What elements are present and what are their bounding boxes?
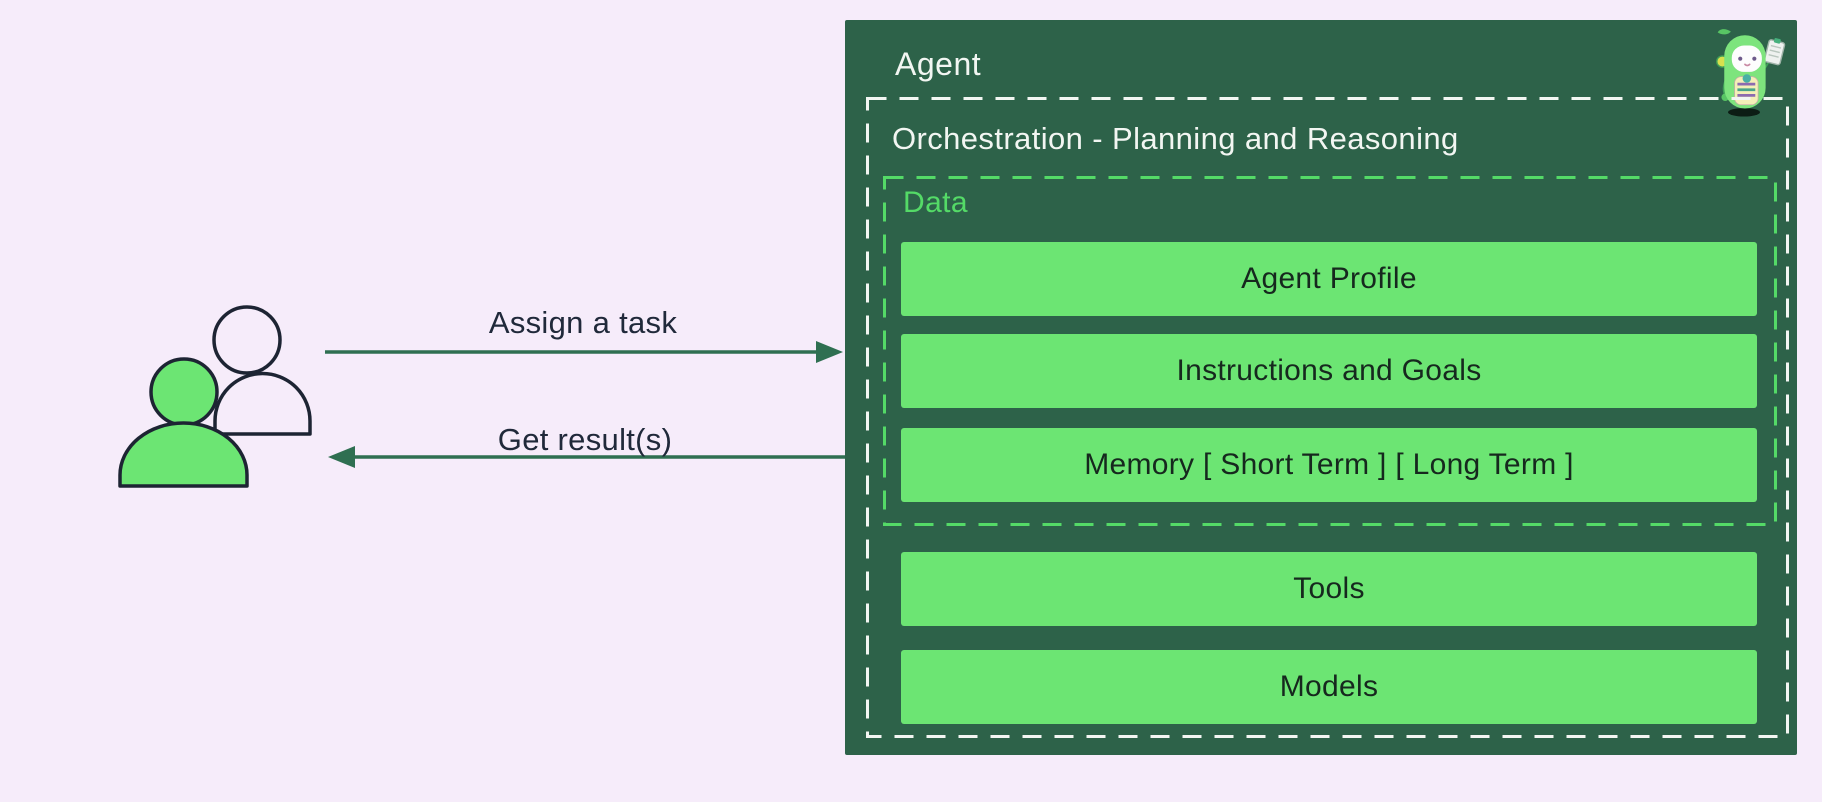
get-result-arrow — [328, 446, 846, 468]
agent-box: Agent — [845, 20, 1797, 755]
data-box: Data Agent Profile Instructions and Goal… — [883, 176, 1777, 526]
bar-memory: Memory [ Short Term ] [ Long Term ] — [901, 428, 1757, 502]
back-user-icon — [212, 305, 312, 436]
bar-tools: Tools — [901, 552, 1757, 626]
users-and-arrows-graphic — [118, 305, 846, 488]
data-title: Data — [903, 186, 968, 219]
orchestration-box: Orchestration - Planning and Reasoning D… — [866, 97, 1789, 738]
bar-models: Models — [901, 650, 1757, 724]
agent-title: Agent — [895, 46, 982, 82]
bar-instructions-and-goals: Instructions and Goals — [901, 334, 1757, 408]
front-user-icon — [118, 357, 249, 488]
assign-task-label: Assign a task — [488, 305, 678, 340]
bar-agent-profile: Agent Profile — [901, 242, 1757, 316]
get-result-label: Get result(s) — [497, 422, 673, 457]
assign-task-arrow — [325, 341, 843, 363]
orchestration-title: Orchestration - Planning and Reasoning — [892, 121, 1459, 156]
